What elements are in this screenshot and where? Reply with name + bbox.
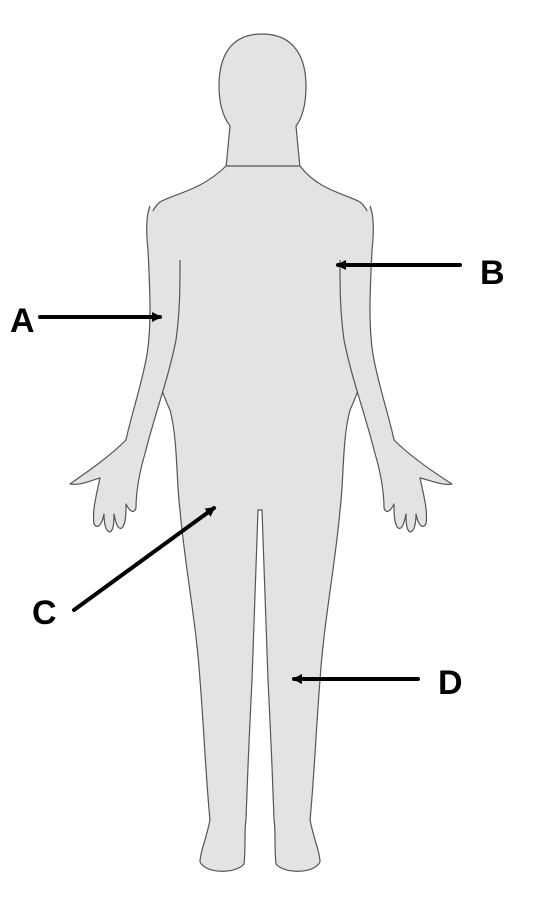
body-silhouette	[69, 33, 453, 872]
pointer-arrows	[38, 260, 462, 684]
left-arm	[69, 205, 181, 533]
head	[218, 33, 307, 169]
right-arm	[339, 205, 453, 533]
label-a: A	[10, 302, 35, 340]
torso-and-legs	[148, 165, 372, 872]
label-c: C	[32, 594, 57, 632]
label-d: D	[438, 664, 463, 702]
arrow-c	[72, 506, 216, 612]
label-b: B	[480, 254, 505, 292]
